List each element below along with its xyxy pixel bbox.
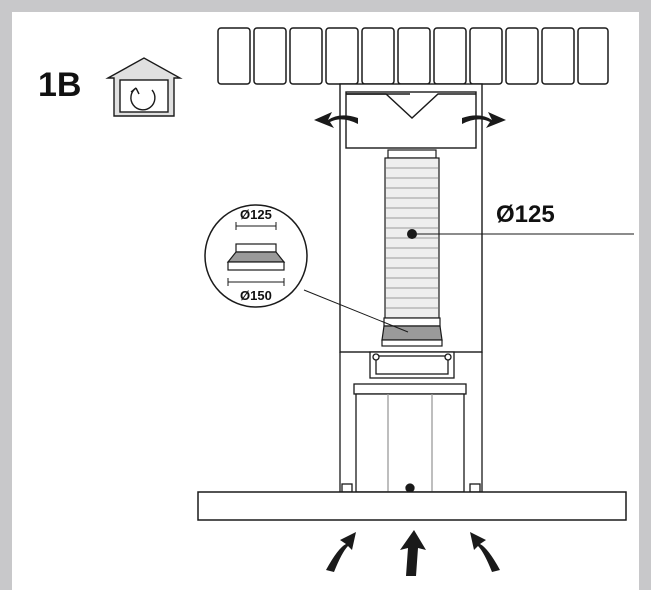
reducer-detail-callout (204, 204, 409, 333)
recirculation-house-icon (105, 57, 183, 117)
reducer-collar (381, 317, 443, 347)
motor-bracket (353, 351, 467, 493)
intake-arrow-right (470, 532, 500, 572)
outflow-arrow-left (314, 112, 358, 128)
intake-arrow-left (326, 532, 356, 572)
chimney-lower-sides (339, 352, 483, 493)
detail-top-diameter-label: Ø125 (240, 207, 272, 222)
step-label: 1B (38, 66, 81, 104)
flexible-hose (384, 149, 440, 319)
duct-diameter-label: Ø125 (496, 201, 555, 228)
ceiling-blocks (217, 27, 609, 85)
intake-arrow-center (400, 530, 426, 576)
detail-bottom-diameter-label: Ø150 (240, 288, 272, 303)
outflow-arrow-right (462, 112, 506, 128)
hood-canopy (197, 491, 627, 521)
